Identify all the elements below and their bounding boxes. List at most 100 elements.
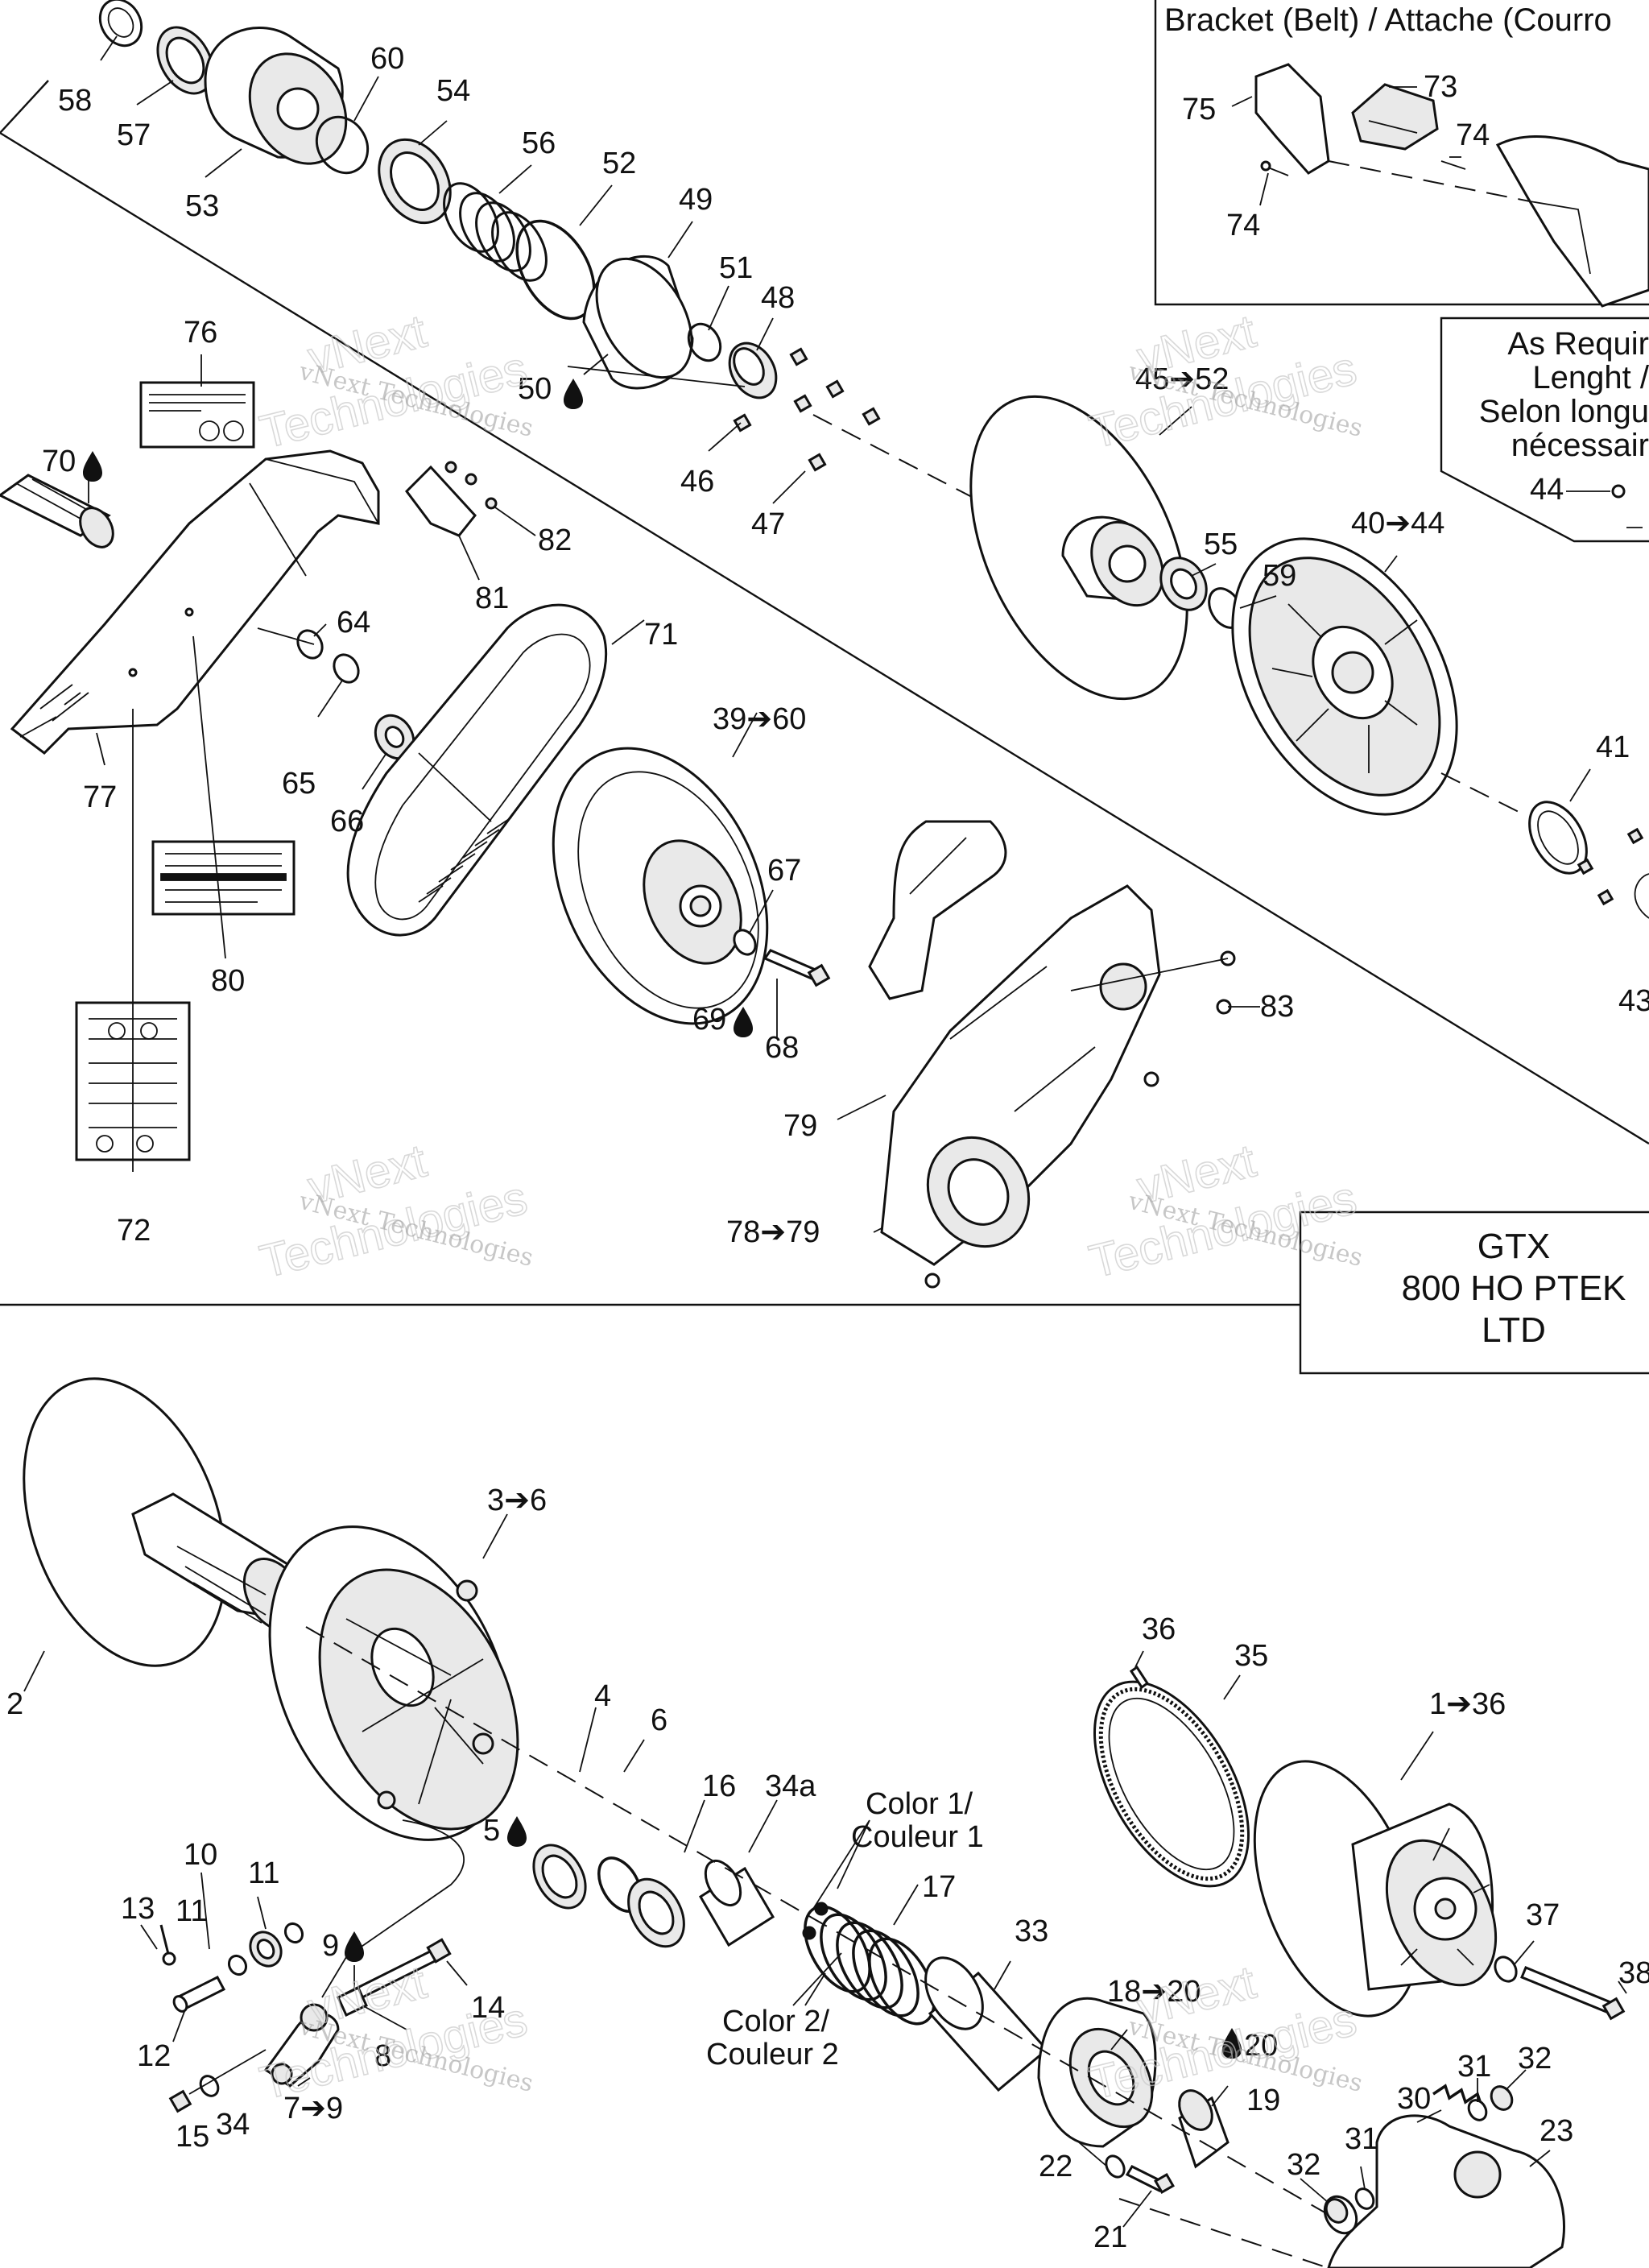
frame-lines — [0, 80, 1649, 1306]
callout-30: 30 — [1397, 2082, 1431, 2116]
callout-52: 52 — [602, 147, 636, 180]
shaft-70 — [0, 474, 114, 548]
driven-sheave-40 — [1231, 537, 1458, 816]
inset-as-required: As Requir Lenght / Selon longu nécessair — [1440, 317, 1649, 543]
callout-3-6: 3➔6 — [487, 1484, 547, 1517]
callout-15: 15 — [176, 2120, 209, 2154]
belt-cover-78 — [880, 884, 1236, 1289]
callout-69: 69 — [692, 1003, 726, 1037]
callout-12: 12 — [137, 2039, 171, 2073]
inset-bracket-belt: Bracket (Belt) / Attache (Courro — [1154, 0, 1649, 308]
belt-guard-77 — [10, 449, 380, 755]
movable-sheave-3 — [268, 1525, 519, 1841]
leader-lines-bottom — [23, 1513, 1627, 2228]
callout-22: 22 — [1039, 2150, 1072, 2183]
callout-19: 19 — [1246, 2084, 1280, 2117]
callout-54: 54 — [436, 74, 470, 108]
callout-81: 81 — [475, 581, 509, 615]
callout-59: 59 — [1263, 559, 1296, 593]
callout-20: 20 — [1244, 2029, 1278, 2063]
callout-51: 51 — [719, 251, 753, 285]
fixed-sheave-2 — [23, 1377, 305, 1667]
as-required-line-2: Lenght / — [1532, 360, 1649, 395]
callout-32-upper: 32 — [1518, 2042, 1552, 2076]
callout-55: 55 — [1204, 528, 1238, 561]
lubricant-drop-icon — [345, 1931, 364, 1962]
as-required-line-1: As Requir — [1507, 326, 1649, 362]
callout-73: 73 — [1424, 70, 1457, 104]
top-assembly — [0, 0, 1649, 1289]
callout-57: 57 — [117, 118, 151, 152]
lubricant-drop-icon — [507, 1816, 527, 1847]
model-box: GTX 800 HO PTEK LTD — [1299, 1211, 1649, 1375]
spring-56 — [443, 182, 548, 282]
callout-77: 77 — [83, 780, 117, 814]
callout-color2-line1: Color 2/ — [722, 2005, 829, 2038]
callout-4: 4 — [594, 1679, 611, 1713]
callout-18-20: 18➔20 — [1107, 1975, 1201, 2009]
callout-56: 56 — [522, 126, 556, 160]
callout-41: 41 — [1596, 730, 1630, 764]
callout-color2-line2: Couleur 2 — [706, 2038, 839, 2071]
callout-11-right: 11 — [248, 1856, 279, 1890]
driven-sheave-45 — [969, 395, 1188, 701]
callout-80: 80 — [211, 964, 245, 998]
callout-2: 2 — [6, 1687, 23, 1721]
as-required-line-4: nécessair — [1511, 428, 1649, 463]
callout-66: 66 — [330, 805, 364, 838]
callout-53: 53 — [185, 189, 219, 223]
callout-58: 58 — [58, 84, 92, 118]
callout-65: 65 — [282, 767, 316, 801]
callout-32-lower: 32 — [1287, 2148, 1320, 2182]
drive-clutch-1 — [1253, 1760, 1498, 2018]
lever-7 — [263, 2003, 340, 2088]
callout-21: 21 — [1093, 2220, 1127, 2254]
lubricant-drop-icon — [83, 451, 102, 482]
spring-17 — [802, 1902, 936, 2026]
lubricant-drop-icon — [734, 1007, 753, 1037]
callout-72: 72 — [117, 1214, 151, 1248]
callout-6: 6 — [651, 1703, 667, 1737]
callout-46: 46 — [680, 465, 714, 499]
callout-9: 9 — [322, 1929, 339, 1963]
callout-35: 35 — [1234, 1639, 1268, 1673]
callout-74-right: 74 — [1456, 118, 1490, 152]
callout-5: 5 — [483, 1814, 500, 1848]
callout-39-60: 39➔60 — [713, 702, 806, 736]
callout-8: 8 — [374, 2039, 391, 2073]
callout-83: 83 — [1260, 990, 1294, 1024]
callout-82: 82 — [538, 524, 572, 557]
callout-23: 23 — [1539, 2114, 1573, 2148]
callout-78-79: 78➔79 — [726, 1215, 820, 1249]
callout-45-52: 45➔52 — [1135, 362, 1229, 396]
callout-40-44: 40➔44 — [1351, 507, 1444, 540]
callout-71: 71 — [644, 618, 678, 652]
bottom-assembly — [23, 1377, 1627, 2268]
callout-48: 48 — [761, 281, 795, 315]
callout-17: 17 — [922, 1870, 956, 1904]
callout-14: 14 — [471, 1991, 505, 2025]
decal-80 — [151, 840, 295, 916]
drive-belt-71 — [346, 603, 608, 937]
callout-color1-line1: Color 1/ — [866, 1787, 973, 1821]
leader-lines-top — [88, 35, 1591, 1233]
callout-31-lower: 31 — [1345, 2122, 1378, 2156]
as-required-line-3: Selon longu — [1479, 394, 1649, 429]
callout-16: 16 — [702, 1769, 736, 1803]
model-line-3: LTD — [1482, 1310, 1546, 1350]
callout-75: 75 — [1182, 93, 1216, 126]
callout-44: 44 — [1530, 473, 1564, 507]
callout-64: 64 — [337, 606, 370, 639]
decal-76 — [139, 381, 255, 449]
callout-49: 49 — [679, 183, 713, 217]
callout-47: 47 — [751, 507, 785, 541]
callout-34a: 34a — [765, 1769, 816, 1803]
callout-10: 10 — [184, 1838, 217, 1872]
lubricant-drop-icon — [1222, 2028, 1242, 2059]
lubricant-drop-icon — [564, 379, 583, 409]
callout-76: 76 — [184, 316, 217, 350]
bolts-46-47 — [733, 347, 881, 472]
callout-13: 13 — [121, 1892, 155, 1926]
model-line-2: 800 HO PTEK — [1402, 1269, 1626, 1308]
